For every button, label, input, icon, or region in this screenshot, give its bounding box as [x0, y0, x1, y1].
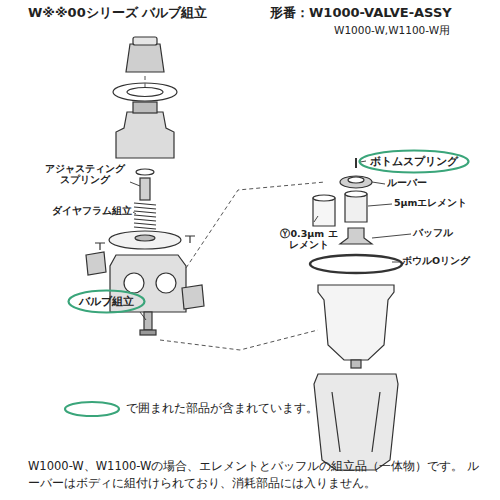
port — [156, 273, 176, 293]
diaphragm — [109, 231, 181, 249]
diaphragm-center — [135, 235, 155, 241]
highlight-ellipse: ボトムスプリング — [358, 149, 470, 174]
leader-line — [372, 182, 385, 184]
leader-line — [130, 182, 140, 186]
knob-top — [133, 37, 157, 45]
bowl-o-ring — [310, 255, 402, 273]
spring-coils — [134, 203, 156, 229]
lock-ring-hole — [127, 88, 163, 97]
element-5um — [345, 194, 367, 222]
baffle — [340, 228, 372, 244]
leader-line — [314, 216, 318, 222]
part-label: アジャスティング スプリング — [40, 163, 130, 186]
leader-line — [392, 262, 400, 263]
legend-sample — [62, 400, 122, 418]
bowl — [318, 285, 394, 360]
gauge-plug — [182, 285, 204, 309]
drain — [351, 360, 361, 368]
spring-coil — [134, 207, 156, 209]
leader-line — [133, 212, 136, 214]
element-03um — [313, 198, 335, 226]
part-label: W1000-W,W1100-W用 — [334, 24, 494, 37]
spring-coil — [134, 215, 156, 217]
part-label: ダイヤフラム組立 — [40, 205, 132, 216]
valve — [144, 312, 152, 330]
leader-line — [130, 161, 411, 320]
assembly-line — [145, 76, 325, 350]
adjust-screw — [133, 102, 157, 113]
part-label: バッフル — [413, 227, 493, 238]
spring-seat — [140, 178, 150, 200]
bottom-spring — [355, 158, 357, 168]
legend-row: で囲まれた部品が含まれています。 — [62, 400, 318, 418]
valve-seat — [140, 330, 156, 335]
leader-line — [140, 312, 146, 320]
bowl-guard — [314, 374, 398, 470]
spring-coil — [134, 223, 156, 225]
part-label: ルーバー — [387, 177, 467, 188]
louver-hole — [348, 177, 364, 183]
gauge-plug — [86, 252, 106, 275]
part-label: バルブ組立 — [79, 294, 134, 309]
screw — [95, 243, 105, 250]
highlight-ellipse: バルブ組立 — [67, 289, 146, 314]
title: W※※00シリーズ バルブ組立 — [28, 5, 207, 21]
assembly-line — [145, 76, 146, 88]
screw — [185, 236, 195, 243]
part-label: Ⓨ0.3μm エレメント — [278, 228, 340, 251]
leader-line — [368, 204, 392, 206]
spring-coil — [134, 219, 156, 221]
louver — [340, 176, 372, 188]
caption: W1000-W、W1100-Wの場合、エレメントとバッフルの組立品（一体物）です… — [28, 458, 483, 491]
spring-coil — [134, 211, 156, 213]
nut — [136, 169, 154, 175]
port — [124, 273, 144, 293]
legend-sample — [65, 402, 119, 416]
assembly-line — [186, 182, 325, 268]
part-label: ボウルOリング — [402, 255, 497, 266]
part-label: 5μmエレメント — [394, 197, 494, 208]
legend-text: で囲まれた部品が含まれています。 — [126, 402, 318, 416]
ellipse-outline — [68, 290, 144, 312]
bonnet — [116, 112, 174, 158]
guard-window — [332, 392, 380, 452]
spring-coil — [134, 203, 156, 205]
spring-coil — [134, 227, 156, 229]
part-label: 形番：W1000-VALVE-ASSY — [270, 5, 495, 21]
element-top — [313, 195, 335, 201]
leader-line — [360, 161, 366, 162]
spring-outline — [134, 202, 156, 232]
assembly-line — [160, 330, 318, 350]
knob — [126, 44, 164, 72]
ellipse-outline — [360, 150, 469, 172]
bowl-assembly — [310, 158, 402, 470]
part-label: ボトムスプリング — [370, 154, 458, 169]
leader-line — [372, 234, 411, 238]
element-top — [345, 191, 367, 197]
